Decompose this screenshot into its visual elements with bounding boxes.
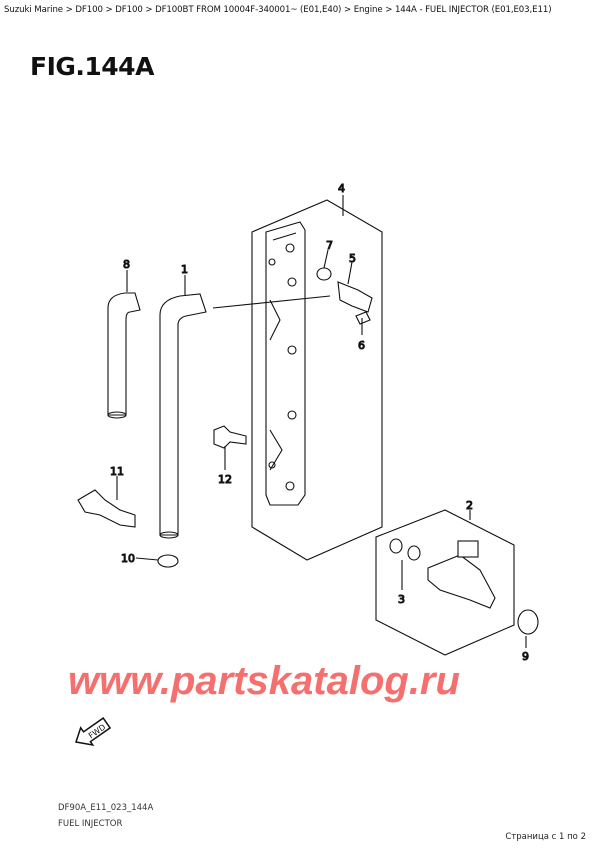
part-label-6[interactable]: 6 xyxy=(357,338,365,352)
diagram-code: DF90A_E11_023_144A xyxy=(58,803,154,813)
bolt-12 xyxy=(213,425,247,449)
part-label-11[interactable]: 11 xyxy=(109,464,124,478)
part-label-9[interactable]: 9 xyxy=(521,649,529,663)
breadcrumb-item[interactable]: DF100 xyxy=(75,5,103,15)
breadcrumb-item[interactable]: DF100BT FROM 10004F-340001~ (E01,E40) xyxy=(155,5,342,15)
fwd-arrow-icon: FWD xyxy=(75,717,112,746)
breadcrumb-current: 144A - FUEL INJECTOR (E01,E03,E11) xyxy=(394,5,552,15)
breadcrumb-item[interactable]: Suzuki Marine xyxy=(4,5,63,15)
hose-1 xyxy=(159,293,207,536)
breadcrumb-separator: > xyxy=(341,5,354,15)
elbow-fitting xyxy=(337,281,373,313)
breadcrumb-separator: > xyxy=(102,5,116,15)
breadcrumb-separator: > xyxy=(382,5,395,15)
injector xyxy=(427,554,496,609)
part-label-8[interactable]: 8 xyxy=(122,257,130,271)
group-box-4 xyxy=(251,199,383,561)
part-label-12[interactable]: 12 xyxy=(217,472,232,486)
pagination: Страница с 1 по 2 xyxy=(505,832,586,842)
figure-title: FIG.144A xyxy=(30,52,154,81)
watermark: www.partskatalog.ru xyxy=(68,659,460,703)
part-label-3[interactable]: 3 xyxy=(397,592,405,606)
part-label-5[interactable]: 5 xyxy=(348,251,356,265)
part-label-10[interactable]: 10 xyxy=(120,551,135,565)
breadcrumb-separator: > xyxy=(63,5,76,15)
group-box-2 xyxy=(375,509,515,656)
clip-11 xyxy=(77,489,136,528)
fuel-rail xyxy=(265,221,306,506)
breadcrumb-item[interactable]: DF100 xyxy=(115,5,143,15)
bolt xyxy=(355,311,371,325)
diagram-caption: FUEL INJECTOR xyxy=(58,819,123,829)
hose-8 xyxy=(107,292,141,416)
breadcrumb-item[interactable]: Engine xyxy=(353,5,383,15)
part-label-7[interactable]: 7 xyxy=(325,238,333,252)
part-label-1[interactable]: 1 xyxy=(180,262,188,276)
clamp-10 xyxy=(157,554,179,568)
part-label-2[interactable]: 2 xyxy=(465,498,473,512)
part-label-4[interactable]: 4 xyxy=(337,181,345,195)
seal-9 xyxy=(517,609,539,635)
o-ring xyxy=(316,267,332,281)
breadcrumb: Suzuki Marine > DF100 > DF100 > DF100BT … xyxy=(4,5,552,15)
breadcrumb-separator: > xyxy=(142,5,156,15)
